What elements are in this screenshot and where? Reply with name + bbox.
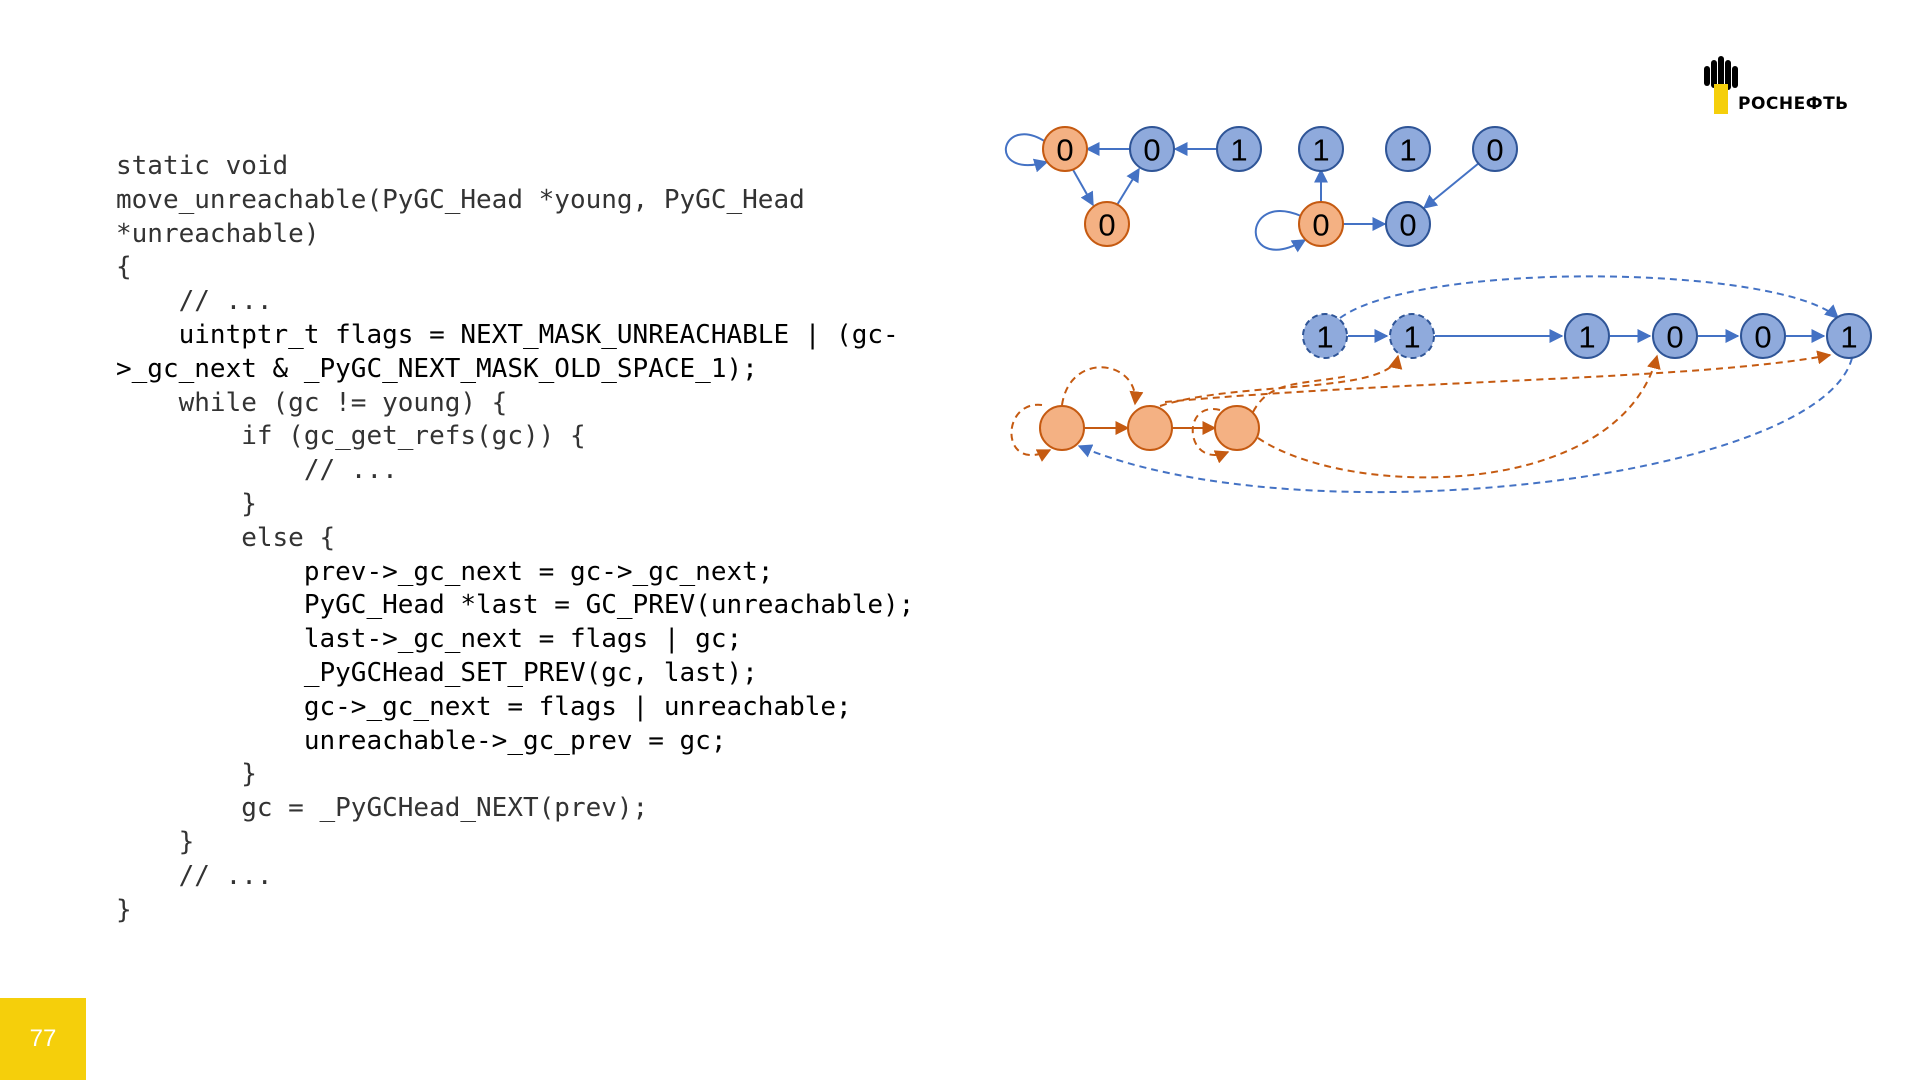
young-node-1: 1 <box>1302 313 1348 359</box>
node-i-label: 0 <box>1399 208 1416 243</box>
code-line: if (gc_get_refs(gc)) { <box>116 421 586 452</box>
young-node-6: 1 <box>1826 313 1872 359</box>
link-u1-to-u2-arc <box>1061 366 1144 406</box>
node-h-label: 0 <box>1312 208 1329 243</box>
link-u1-self-loop <box>1010 403 1052 462</box>
node-g: 0 <box>1472 126 1518 172</box>
edge-g-to-i <box>1422 162 1480 209</box>
node-e-label: 1 <box>1312 133 1329 168</box>
unreachable-node-1 <box>1039 405 1085 451</box>
node-f: 1 <box>1385 126 1431 172</box>
node-h: 0 <box>1298 201 1344 247</box>
rosneft-logo <box>1704 56 1738 114</box>
node-i: 0 <box>1385 201 1431 247</box>
top-right-graph-edges <box>1254 162 1480 253</box>
young-node-5: 0 <box>1740 313 1786 359</box>
young-node-5-label: 0 <box>1754 320 1771 355</box>
link-u2-to-y6 <box>1164 350 1832 403</box>
code-line: PyGC_Head *last = GC_PREV(unreachable); <box>116 590 915 621</box>
code-line: { <box>116 252 132 283</box>
code-line: else { <box>116 522 336 553</box>
young-list-dashed-links <box>1077 275 1853 494</box>
young-node-2: 1 <box>1389 313 1435 359</box>
logo-text: РОСНЕФТЬ <box>1738 94 1849 114</box>
young-node-3-label: 1 <box>1578 320 1595 355</box>
young-node-6-label: 1 <box>1840 320 1857 355</box>
code-line: gc = _PyGCHead_NEXT(prev); <box>116 793 649 824</box>
young-node-4-label: 0 <box>1666 320 1683 355</box>
unreachable-list-nodes <box>1039 405 1260 451</box>
young-node-1-label: 1 <box>1316 320 1333 355</box>
unreachable-dashed-links <box>1010 350 1832 479</box>
code-line: _PyGCHead_SET_PREV(gc, last); <box>116 657 758 688</box>
code-line: >_gc_next & _PyGC_NEXT_MASK_OLD_SPACE_1)… <box>116 353 758 384</box>
top-left-graph-edges <box>1005 133 1217 207</box>
code-line: static void <box>116 151 289 181</box>
page-number-badge: 77 <box>0 998 86 1080</box>
code-line: uintptr_t flags = NEXT_MASK_UNREACHABLE … <box>116 319 899 350</box>
young-list-nodes: 1 1 1 0 0 1 <box>1302 313 1872 359</box>
code-line: // ... <box>116 455 398 486</box>
edge-a-self-loop <box>1005 133 1049 173</box>
link-u2-to-y2 <box>1159 354 1403 407</box>
node-d-label: 0 <box>1098 208 1115 243</box>
edge-a-to-d <box>1071 167 1094 207</box>
link-u3-self-loop <box>1191 408 1230 464</box>
young-node-2-label: 1 <box>1403 320 1420 355</box>
unreachable-node-3 <box>1214 405 1260 451</box>
code-line: unreachable->_gc_prev = gc; <box>116 725 727 756</box>
node-a: 0 <box>1042 126 1088 172</box>
node-e: 1 <box>1298 126 1344 172</box>
node-c-label: 1 <box>1230 133 1247 168</box>
logo-emblem-icon <box>1704 56 1738 114</box>
young-node-3: 1 <box>1564 313 1610 359</box>
unreachable-node-2 <box>1127 405 1173 451</box>
edge-d-to-b <box>1116 167 1140 206</box>
code-line: } <box>116 894 132 925</box>
node-b-label: 0 <box>1143 133 1160 168</box>
link-y6-to-u1-bottom <box>1077 357 1853 494</box>
edge-h-self-loop <box>1254 210 1307 253</box>
top-left-graph-nodes: 0 0 1 0 <box>1042 126 1262 247</box>
node-a-label: 0 <box>1056 133 1073 168</box>
node-f-label: 1 <box>1399 133 1416 168</box>
node-b: 0 <box>1129 126 1175 172</box>
link-u3-to-y4 <box>1257 354 1661 479</box>
code-line: prev->_gc_next = gc->_gc_next; <box>116 556 774 587</box>
node-c: 1 <box>1216 126 1262 172</box>
code-line: move_unreachable(PyGC_Head *young, PyGC_… <box>116 184 805 215</box>
code-line: gc->_gc_next = flags | unreachable; <box>116 691 852 722</box>
node-d: 0 <box>1084 201 1130 247</box>
young-node-4: 0 <box>1652 313 1698 359</box>
code-line: // ... <box>116 860 273 891</box>
link-y1-to-y6-top <box>1339 275 1840 319</box>
top-right-graph-nodes: 1 1 0 0 0 <box>1298 126 1518 247</box>
code-line: last->_gc_next = flags | gc; <box>116 624 743 655</box>
node-g-label: 0 <box>1486 133 1503 168</box>
code-line: // ... <box>116 286 273 317</box>
code-line: } <box>116 759 257 790</box>
code-line: } <box>116 488 257 519</box>
code-line: while (gc != young) { <box>116 387 508 418</box>
code-line: *unreachable) <box>116 218 320 249</box>
code-line: } <box>116 826 195 857</box>
